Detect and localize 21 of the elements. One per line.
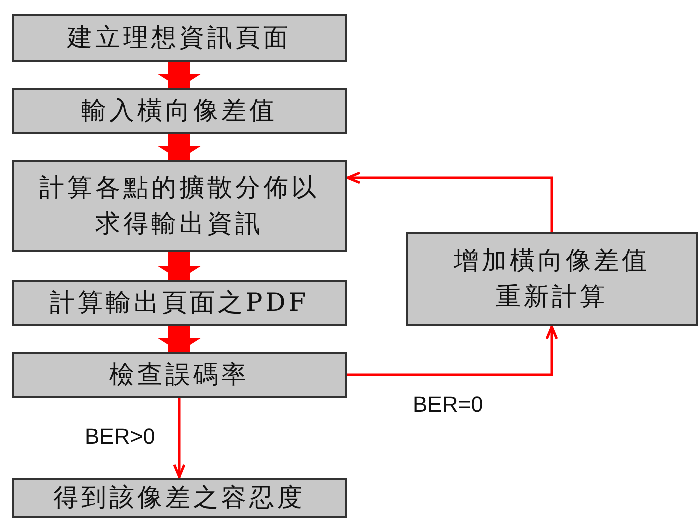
process-box [406,232,698,326]
arrow [347,326,558,376]
arrow [158,326,202,352]
arrow [346,172,554,232]
step-text: 檢查誤碼率 [110,358,250,391]
step-text: 輸入橫向像差值 [82,94,278,127]
process-box [12,352,347,398]
process-box [12,280,347,326]
arrow [158,252,202,280]
step-text: 得到該像差之容忍度 [54,482,306,514]
step-text: 計算輸出頁面之PDF [50,286,310,319]
arrow [158,134,202,160]
arrow [173,398,186,478]
step-text: 建立理想資訊頁面 [68,22,292,54]
step-text: 計算各點的擴散分佈以求得輸出資訊 [38,172,320,240]
process-box [12,14,347,62]
process-box [12,88,347,134]
process-box [12,160,347,252]
step-text: 增加橫向像差值重新計算 [453,244,651,313]
process-box [12,478,347,518]
arrow [158,62,202,88]
